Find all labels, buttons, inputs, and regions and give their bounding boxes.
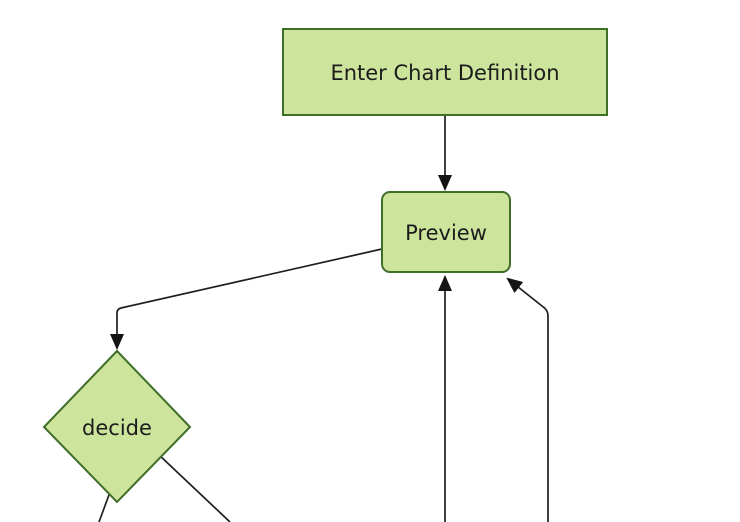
node-preview <box>381 191 511 273</box>
edge-preview-to-decide <box>110 248 383 350</box>
node-decide <box>42 349 192 504</box>
node-enter-chart-definition <box>282 28 608 116</box>
node-label-enter-chart-definition: Enter Chart Definition <box>330 61 559 85</box>
node-label-decide: decide <box>82 416 152 440</box>
node-label-preview: Preview <box>405 221 487 245</box>
edge-bottom-right-to-preview <box>506 277 549 522</box>
